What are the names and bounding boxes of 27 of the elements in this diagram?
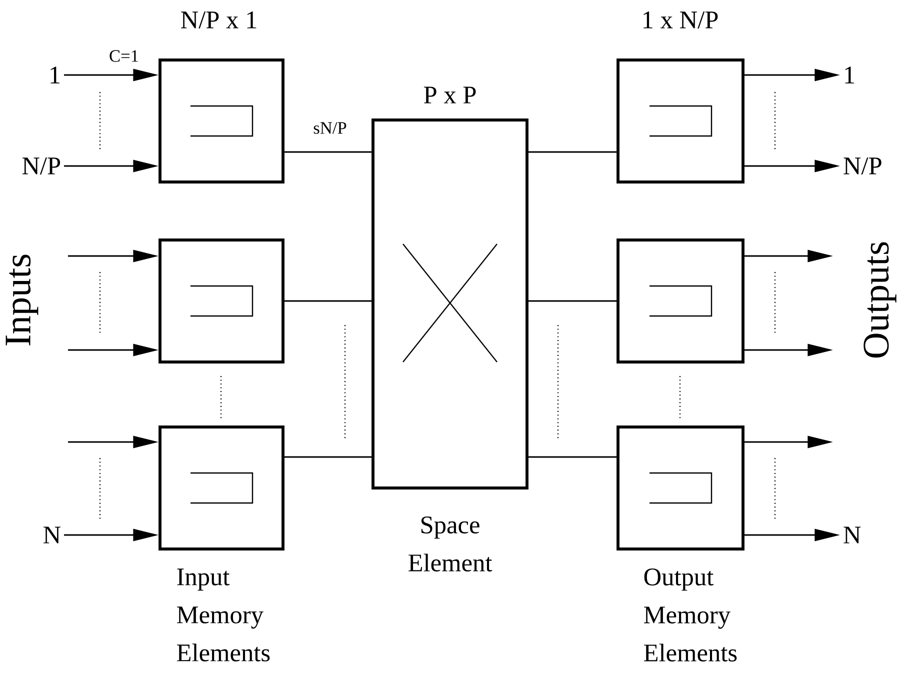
memory-box: N/P x 1	[158, 12, 284, 184]
port-label: 1	[50, 66, 60, 84]
connector-line	[528, 456, 617, 458]
node-label: Space Element	[408, 516, 492, 572]
memory-box	[616, 426, 744, 550]
memory-box	[158, 238, 284, 364]
switch-box: P x P Space Element	[372, 86, 528, 572]
node-label: N/P x 1	[181, 12, 256, 28]
edge-label: sN/P	[312, 120, 348, 136]
side-label: Outputs	[864, 242, 896, 358]
edge-label: C=1	[108, 48, 140, 64]
connector-line	[528, 300, 617, 302]
memory-box	[158, 426, 284, 550]
memory-box	[616, 238, 744, 364]
node-label: 1 x N/P	[644, 12, 718, 28]
port-label: N/P	[844, 158, 882, 174]
connector-line	[528, 151, 617, 153]
port-label: N	[844, 526, 861, 544]
node-label: P x P	[424, 86, 476, 104]
memory-box: 1 x N/P	[616, 12, 744, 184]
connector-line	[284, 456, 372, 458]
connector-line	[284, 151, 372, 153]
port-label: 1	[845, 66, 854, 84]
connector-line	[284, 300, 372, 302]
side-label: Inputs	[6, 254, 38, 346]
port-label: N/P	[22, 158, 60, 174]
port-label: N	[44, 526, 60, 544]
